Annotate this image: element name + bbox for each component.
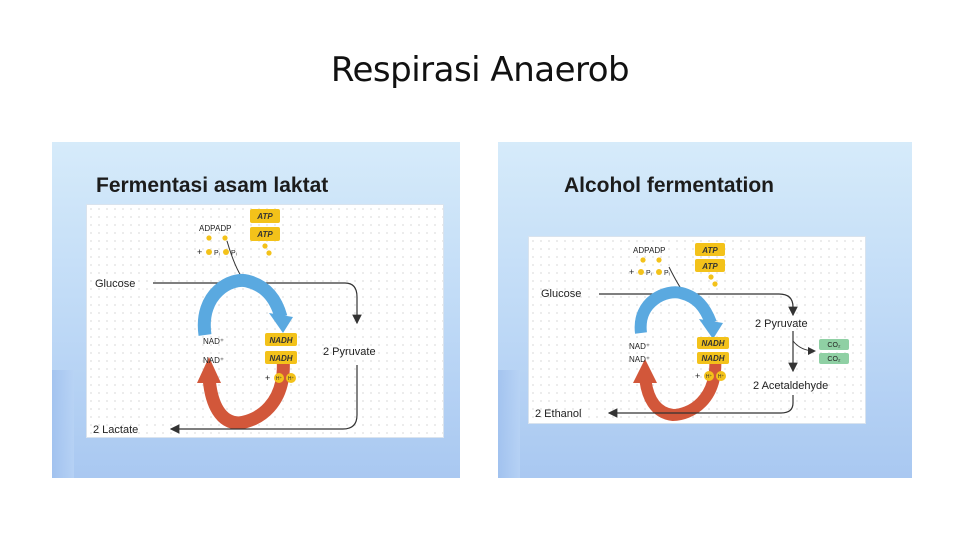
pi-label: Pᵢ [231, 250, 237, 257]
ethanol-label: 2 Ethanol [535, 408, 581, 420]
phosphate-dot [708, 274, 714, 280]
glucose-label: Glucose [95, 278, 135, 290]
proton-dot [274, 373, 284, 383]
pi-label: Pᵢ [214, 250, 220, 257]
phosphate-dot [656, 269, 662, 275]
alcohol-heading: Alcohol fermentation [564, 174, 775, 197]
phosphate-dot [638, 269, 644, 275]
pyruvate-to-lactate-arrow [169, 365, 358, 434]
nadh-badge [265, 333, 297, 346]
nadh-label: NADH [701, 354, 724, 363]
lactic-fermentation-panel: Fermentasi asam laktat ADP ADP + Pᵢ Pᵢ A… [52, 142, 460, 478]
nad-label: NAD⁺ [629, 342, 650, 351]
atp-badge [695, 243, 725, 256]
red-arc-arrow [639, 354, 722, 422]
nad-label: NAD⁺ [629, 355, 650, 364]
plus-sign: + [629, 267, 634, 277]
phosphate-dot [222, 235, 228, 241]
nadh-badge [265, 351, 297, 364]
alcohol-diagram-card: ADP ADP + Pᵢ Pᵢ ATP ATP Glucose [528, 236, 866, 424]
atp-label: ATP [701, 246, 718, 255]
phosphate-dot [266, 250, 272, 256]
pyruvate-label: 2 Pyruvate [755, 318, 808, 330]
nadh-badge [697, 352, 729, 364]
plus-sign: + [265, 373, 270, 383]
phosphate-dot [223, 249, 229, 255]
proton-label: H⁺ [706, 374, 713, 380]
phosphate-dot [712, 281, 718, 287]
proton-dot [716, 371, 726, 381]
panel-decor-stripe [52, 370, 74, 478]
co2-release-arrow [792, 340, 816, 355]
phosphate-dot [262, 243, 268, 249]
blue-arc-arrow [197, 273, 288, 336]
nadh-badge [697, 337, 729, 349]
adp-label: ADP [215, 224, 231, 233]
phosphate-dot [206, 249, 212, 255]
acetaldehyde-to-ethanol-arrow [607, 395, 794, 418]
nadh-label: NADH [269, 354, 292, 363]
phosphate-dot [206, 235, 212, 241]
nad-label: NAD⁺ [203, 337, 224, 346]
atp-badge [250, 227, 280, 241]
phosphate-dot [640, 257, 646, 263]
glucose-to-pyruvate-arrow [778, 293, 798, 317]
alcohol-fermentation-panel: Alcohol fermentation ADP ADP + Pᵢ Pᵢ ATP… [498, 142, 912, 478]
lactic-heading: Fermentasi asam laktat [96, 174, 329, 197]
pi-label: Pᵢ [664, 270, 670, 277]
glucose-to-pyruvate-arrow [344, 282, 362, 325]
glucose-label: Glucose [541, 288, 581, 300]
proton-label: H⁺ [276, 376, 283, 382]
nadh-label: NADH [701, 339, 724, 348]
phosphate-dot [656, 257, 662, 263]
lactic-diagram: ADP ADP + Pᵢ Pᵢ ATP ATP Glucose [93, 209, 376, 436]
nadh-label: NADH [269, 336, 292, 345]
plus-sign: + [695, 371, 700, 381]
co2-label: CO₂ [827, 356, 841, 363]
blue-arc-arrow [634, 286, 717, 334]
red-arrowhead [197, 357, 221, 383]
proton-label: H⁺ [718, 374, 725, 380]
adp-label: ADP [649, 246, 665, 255]
slide-title: Respirasi Anaerob [330, 50, 630, 90]
pyruvate-label: 2 Pyruvate [323, 346, 376, 358]
red-arc-arrow [202, 356, 290, 430]
proton-dot [704, 371, 714, 381]
pi-label: Pᵢ [646, 270, 652, 277]
nad-label: NAD⁺ [203, 356, 224, 365]
atp-label: ATP [256, 230, 273, 239]
co2-badge [819, 339, 849, 350]
panel-decor-stripe [498, 370, 520, 478]
blue-arrowhead [699, 319, 723, 339]
blue-arrowhead [269, 313, 293, 333]
adp-label: ADP [633, 246, 649, 255]
proton-dot [286, 373, 296, 383]
co2-badge [819, 353, 849, 364]
proton-label: H⁺ [288, 376, 295, 382]
acetaldehyde-label: 2 Acetaldehyde [753, 380, 828, 392]
atp-label: ATP [256, 212, 273, 221]
atp-badge [250, 209, 280, 223]
lactate-label: 2 Lactate [93, 424, 138, 436]
plus-sign: + [197, 247, 202, 257]
red-arrowhead [633, 359, 657, 383]
atp-badge [695, 259, 725, 272]
co2-label: CO₂ [827, 342, 841, 349]
atp-label: ATP [701, 262, 718, 271]
adp-label: ADP [199, 224, 215, 233]
alcohol-diagram: ADP ADP + Pᵢ Pᵢ ATP ATP Glucose [535, 243, 849, 422]
lactic-diagram-card: ADP ADP + Pᵢ Pᵢ ATP ATP Glucose [86, 204, 444, 438]
